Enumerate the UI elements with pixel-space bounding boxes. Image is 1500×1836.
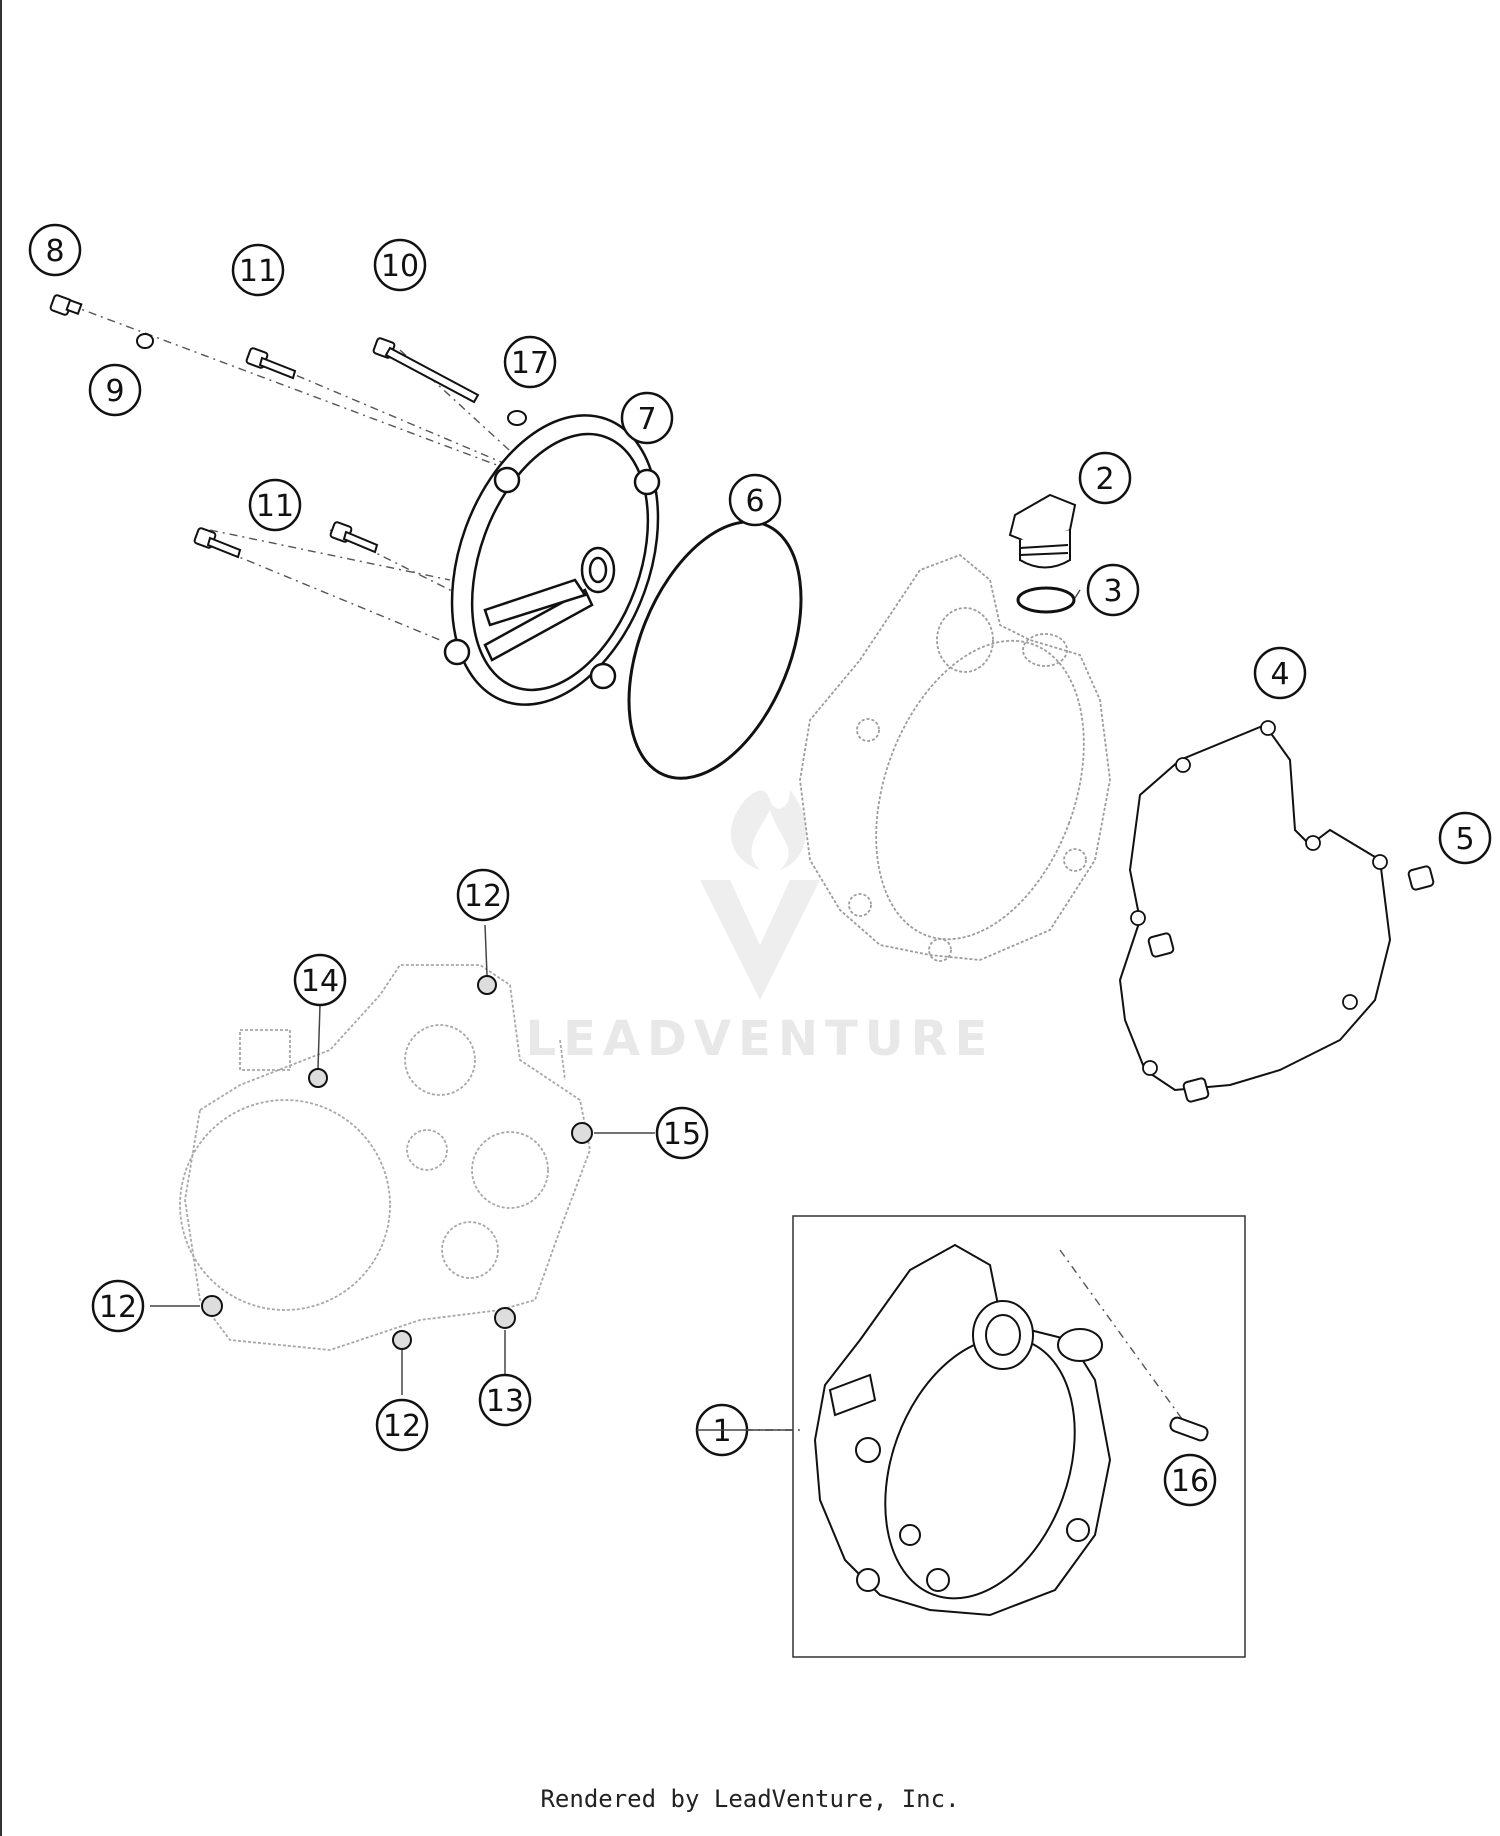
callout-circle-13 [478, 1373, 532, 1427]
callout-12-top: 12 [464, 879, 502, 914]
callout-12-left: 12 [99, 1290, 137, 1325]
cap-2 [1008, 493, 1077, 569]
clutch-cover-ghost [799, 553, 1111, 962]
callout-circle-8 [28, 223, 82, 277]
gasket-4 [1118, 723, 1392, 1092]
watermark-logo: LEADVENTURE [526, 790, 995, 1067]
callout-circle-6 [728, 473, 782, 527]
callout-circle-12b [91, 1279, 145, 1333]
callout-9: 9 [105, 374, 124, 409]
callout-circle-10 [373, 238, 427, 292]
callout-1: 1 [712, 1414, 731, 1449]
callout-circle-3 [1086, 563, 1140, 617]
clutch-cover-1 [813, 1243, 1112, 1617]
callout-circle-14 [293, 953, 347, 1007]
callout-11-lower: 11 [256, 489, 294, 524]
outer-cover-7 [443, 414, 661, 706]
callout-circle-11b [248, 478, 302, 532]
callout-circle-7 [620, 391, 674, 445]
callout-11-upper: 11 [239, 254, 277, 289]
case-nuts [201, 975, 593, 1350]
callout-circle-16 [1163, 1453, 1217, 1507]
watermark-text: LEADVENTURE [526, 1011, 995, 1067]
callout-8: 8 [45, 234, 64, 269]
callout-leaders [697, 589, 1081, 1431]
callouts [28, 223, 1492, 1507]
callout-14: 14 [301, 964, 339, 999]
callout-3: 3 [1103, 574, 1122, 609]
washer-17 [507, 410, 527, 426]
o-ring-3 [1016, 586, 1076, 614]
case-leaders [150, 924, 655, 1395]
washer-9 [136, 333, 154, 349]
callout-circle-12a [456, 868, 510, 922]
bolt-10 [372, 337, 480, 404]
callout-4: 4 [1270, 657, 1289, 692]
o-ring-6 [627, 520, 803, 780]
gasket-4-holes [1130, 720, 1388, 1076]
callout-16: 16 [1171, 1464, 1209, 1499]
bolt-8 [49, 294, 83, 316]
callout-circle-2 [1078, 451, 1132, 505]
dowel-pins-5 [1147, 865, 1435, 1103]
callout-circle-9 [88, 363, 142, 417]
inset-box [792, 1215, 1246, 1658]
callout-10: 10 [381, 249, 419, 284]
callout-17: 17 [511, 346, 549, 381]
callout-2: 2 [1095, 462, 1114, 497]
footer-credit: Rendered by LeadVenture, Inc. [540, 1785, 960, 1813]
callout-5: 5 [1455, 822, 1474, 857]
callout-labels: 8 9 11 10 17 7 11 6 2 3 4 5 12 14 15 12 … [45, 234, 1474, 1499]
callout-circle-4 [1253, 646, 1307, 700]
engine-case-ghost [179, 964, 591, 1351]
callout-13: 13 [486, 1384, 524, 1419]
callout-7: 7 [637, 402, 656, 437]
bolt-11-lower-a [193, 527, 242, 559]
bolt-11-lower-b [329, 521, 379, 554]
callout-15: 15 [663, 1117, 701, 1152]
callout-circle-11a [231, 243, 285, 297]
callout-circle-12c [375, 1398, 429, 1452]
dowel-pin-16 [1169, 1416, 1209, 1442]
callout-circle-5 [1438, 811, 1492, 865]
callout-circle-15 [655, 1106, 709, 1160]
bolt-11-upper [245, 347, 297, 380]
callout-circle-17 [503, 335, 557, 389]
callout-6: 6 [745, 484, 764, 519]
callout-12-bottom: 12 [383, 1409, 421, 1444]
